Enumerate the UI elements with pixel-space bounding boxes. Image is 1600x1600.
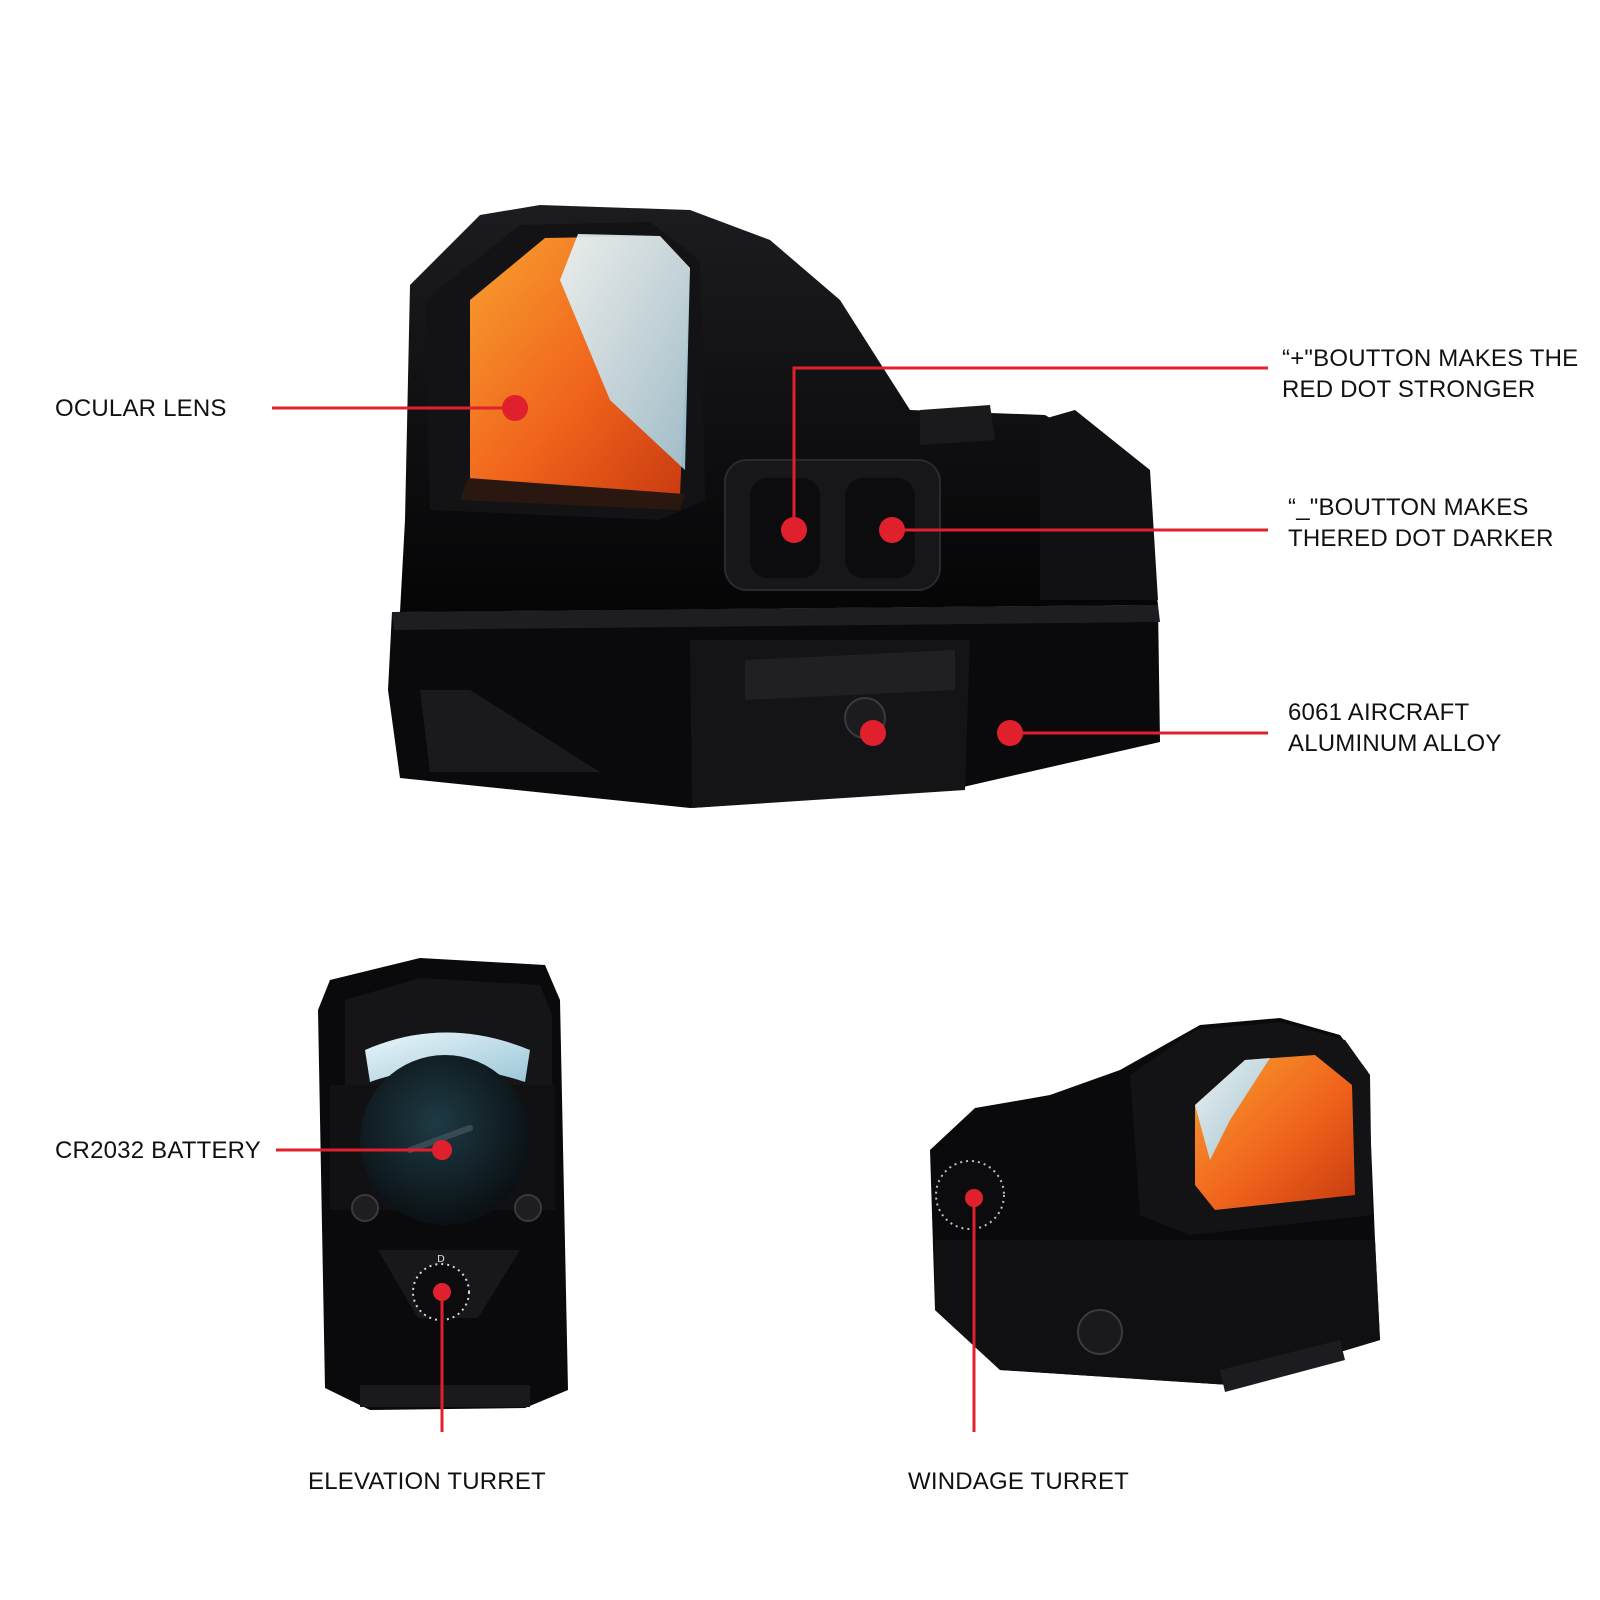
windage-label: WINDAGE TURRET xyxy=(908,1466,1129,1497)
callout-battery xyxy=(276,1140,452,1160)
elevation-text: ELEVATION TURRET xyxy=(308,1468,546,1495)
callout-alloy xyxy=(860,720,1268,746)
clamp-screw-marker xyxy=(860,720,886,746)
alloy-label: 6061 AIRCRAFT ALUMINUM ALLOY xyxy=(1288,697,1502,759)
alloy-text-line1: 6061 AIRCRAFT xyxy=(1288,699,1470,726)
minus-button-text-line1: “_"BOUTTON MAKES xyxy=(1288,494,1529,521)
minus-button-marker xyxy=(879,517,905,543)
elevation-label: ELEVATION TURRET xyxy=(308,1466,546,1497)
windage-marker xyxy=(965,1189,983,1207)
elevation-marker xyxy=(433,1283,451,1301)
ocular-lens-label: OCULAR LENS xyxy=(55,393,227,424)
callout-minus-button xyxy=(879,517,1268,543)
battery-marker xyxy=(432,1140,452,1160)
plus-button-marker xyxy=(781,517,807,543)
ocular-lens-text: OCULAR LENS xyxy=(55,395,227,422)
minus-button-text-line2: THERED DOT DARKER xyxy=(1288,525,1554,552)
main-sight-image xyxy=(388,205,1160,808)
alloy-text-line2: ALUMINUM ALLOY xyxy=(1288,730,1502,757)
plus-button-label: “+"BOUTTON MAKES THE RED DOT STRONGER xyxy=(1282,343,1578,405)
plus-button-text-line2: RED DOT STRONGER xyxy=(1282,376,1536,403)
callout-ocular-lens xyxy=(272,395,528,421)
plus-button-text-line1: “+"BOUTTON MAKES THE xyxy=(1282,345,1579,372)
callout-plus-button xyxy=(781,366,1268,543)
windage-text: WINDAGE TURRET xyxy=(908,1468,1130,1495)
battery-text: CR2032 BATTERY xyxy=(55,1137,261,1164)
angle-view-sight-image xyxy=(930,1018,1380,1392)
alloy-marker xyxy=(997,720,1023,746)
ocular-lens-marker xyxy=(502,395,528,421)
callout-windage xyxy=(965,1189,983,1432)
elevation-direction-mark: D xyxy=(437,1254,445,1265)
callout-elevation xyxy=(433,1283,451,1432)
minus-button-label: “_"BOUTTON MAKES THERED DOT DARKER xyxy=(1288,492,1554,554)
battery-label: CR2032 BATTERY xyxy=(55,1135,261,1166)
